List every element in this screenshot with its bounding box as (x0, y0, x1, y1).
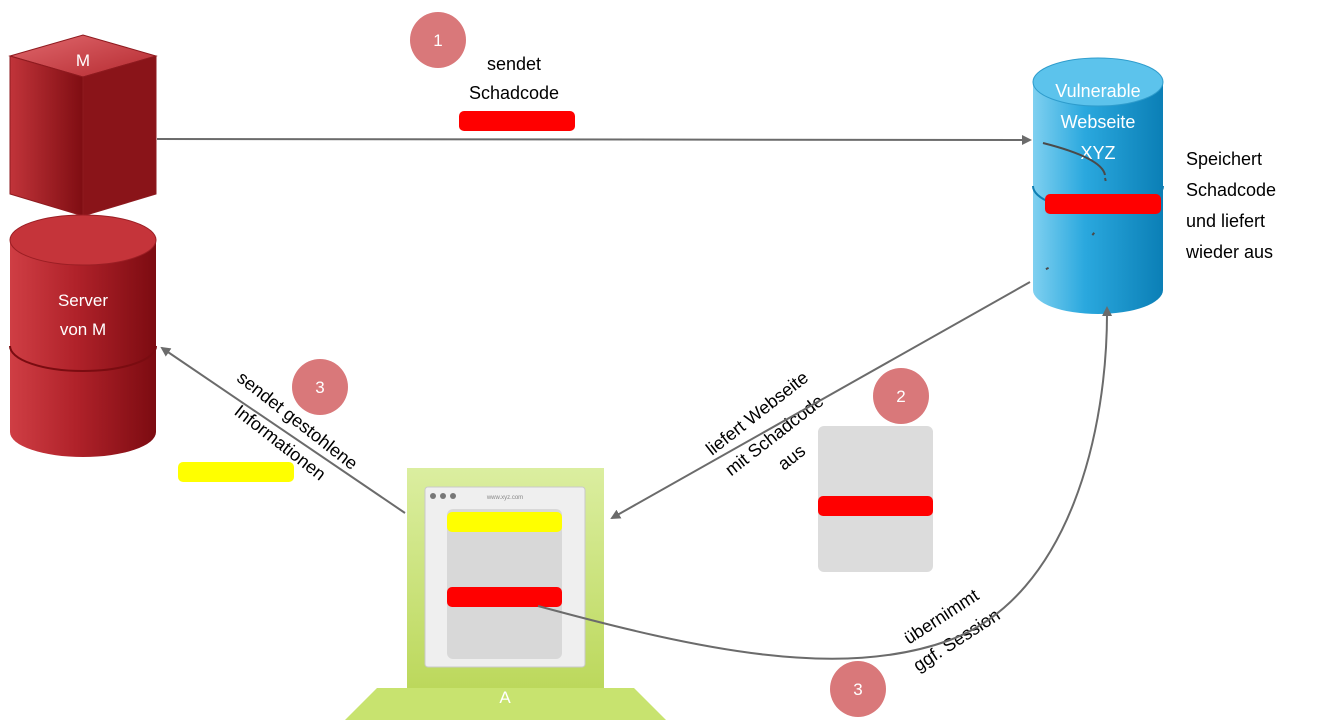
storage-note-line4: wieder aus (1185, 242, 1273, 262)
step-2-line3: aus (774, 441, 809, 475)
attacker-label: M (76, 51, 90, 70)
step-3a: 3 sendet gestohlene Informationen (178, 359, 362, 484)
step-3a-number: 3 (315, 378, 324, 397)
browser-malicious-code (447, 587, 562, 607)
attacker-cube: M (8, 34, 158, 217)
server-label-line2: von M (60, 320, 106, 339)
storage-note-line2: Schadcode (1186, 180, 1276, 200)
step-1-number: 1 (433, 31, 442, 50)
web-server-label-line2: Webseite (1061, 112, 1136, 132)
stored-malicious-code (1045, 194, 1161, 214)
step-3a-badge (292, 359, 348, 415)
delivered-malicious-code (818, 496, 933, 516)
victim-laptop: www.xyz.com A (345, 468, 666, 720)
arrow-session-takeover (537, 306, 1113, 660)
server-label-line1: Server (58, 291, 108, 310)
browser-dot-icon (440, 493, 446, 499)
step-1-line1: sendet (487, 54, 541, 74)
browser-url: www.xyz.com (486, 495, 523, 501)
browser-stolen-info (447, 512, 562, 532)
malicious-code-payload (459, 111, 575, 131)
attacker-server-cylinder: Server von M (9, 214, 157, 457)
browser-content (447, 509, 562, 659)
step-1-line2: Schadcode (469, 83, 559, 103)
step-2: 2 liefert Webseite mit Schadcode aus (702, 367, 933, 572)
stolen-info-payload (178, 462, 294, 482)
web-server-label-line3: XYZ (1080, 143, 1115, 163)
victim-label: A (499, 688, 511, 707)
arrow-attacker-to-server (156, 134, 1032, 145)
web-server-cylinder: Vulnerable Webseite XYZ (1032, 57, 1164, 314)
step-3b-number: 3 (853, 680, 862, 699)
arrow-server-to-victim (610, 281, 1031, 519)
storage-note: Speichert Schadcode und liefert wieder a… (1185, 149, 1276, 262)
arrow-victim-to-attacker-server (160, 346, 406, 514)
browser-dot-icon (430, 493, 436, 499)
step-2-badge (873, 368, 929, 424)
web-server-label-line1: Vulnerable (1055, 81, 1140, 101)
storage-note-line3: und liefert (1186, 211, 1265, 231)
step-2-number: 2 (896, 387, 905, 406)
step-3b-badge (830, 661, 886, 717)
step-1-badge (410, 12, 466, 68)
storage-note-line1: Speichert (1186, 149, 1262, 169)
step-1: 1 sendet Schadcode (410, 12, 575, 131)
browser-dot-icon (450, 493, 456, 499)
